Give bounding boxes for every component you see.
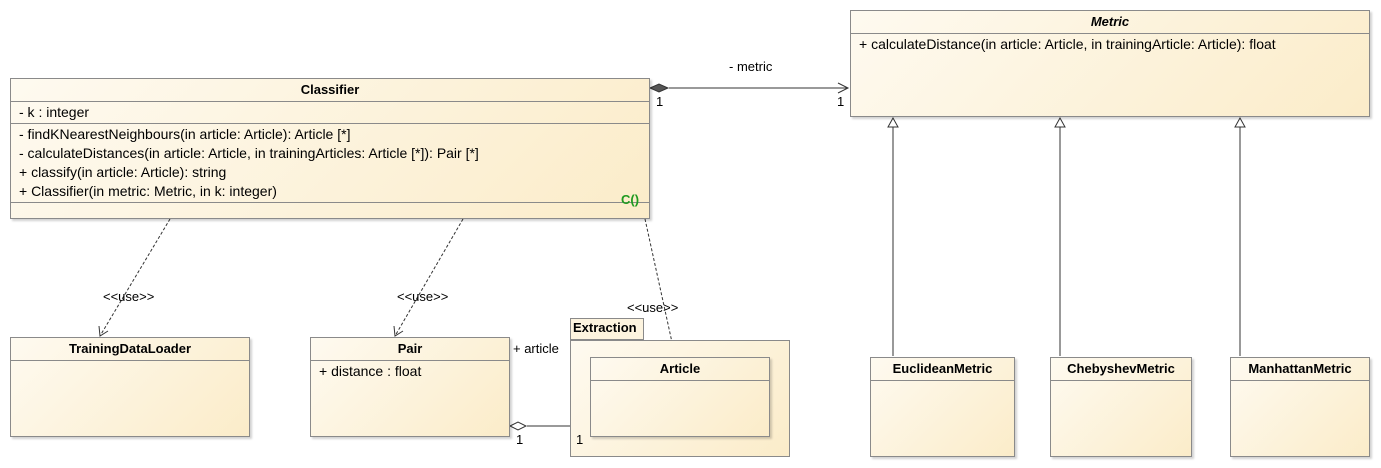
class-chebyshev-metric-name: ChebyshevMetric (1051, 358, 1191, 381)
operation-find-k-nearest-neighbours: - findKNearestNeighbours(in article: Art… (19, 126, 351, 142)
use-label-pair: <<use>> (397, 289, 449, 304)
generalization-chebyshev-metric[interactable] (1054, 116, 1066, 356)
class-pair-name: Pair (311, 338, 509, 361)
package-extraction-tab[interactable]: Extraction (570, 318, 644, 340)
pair-article-multiplicity-target: 1 (576, 432, 584, 447)
dependency-use-article[interactable] (644, 218, 678, 358)
pair-article-multiplicity-source: 1 (516, 432, 524, 447)
constructor-icon: C() (621, 192, 640, 207)
class-euclidean-metric[interactable]: EuclideanMetric (870, 357, 1015, 457)
operation-classifier-constructor: + Classifier(in metric: Metric, in k: in… (19, 183, 277, 199)
class-classifier-name: Classifier (11, 79, 649, 102)
composition-classifier-metric[interactable] (648, 82, 850, 94)
class-metric-operations: + calculateDistance(in article: Article,… (851, 34, 1369, 55)
metric-multiplicity-source: 1 (656, 94, 664, 109)
class-training-data-loader-attributes (11, 361, 249, 383)
use-label-training-data-loader: <<use>> (103, 289, 155, 304)
generalization-euclidean-metric[interactable] (887, 116, 899, 356)
class-euclidean-metric-name: EuclideanMetric (871, 358, 1014, 381)
class-manhattan-metric-name: ManhattanMetric (1231, 358, 1369, 381)
class-article-attributes (591, 381, 769, 403)
class-manhattan-metric[interactable]: ManhattanMetric (1230, 357, 1370, 457)
operation-calculate-distances: - calculateDistances(in article: Article… (19, 145, 479, 161)
generalization-manhattan-metric[interactable] (1234, 116, 1246, 356)
class-classifier-attributes: - k : integer (11, 102, 649, 124)
class-classifier-operations: - findKNearestNeighbours(in article: Art… (11, 124, 649, 203)
class-training-data-loader-name: TrainingDataLoader (11, 338, 249, 361)
use-label-article: <<use>> (627, 300, 679, 315)
class-article-name: Article (591, 358, 769, 381)
pair-article-role-label: + article (513, 341, 559, 356)
attribute-k: - k : integer (19, 104, 90, 120)
class-pair[interactable]: Pair + distance : float (310, 337, 510, 437)
class-training-data-loader[interactable]: TrainingDataLoader (10, 337, 250, 437)
metric-role-label: - metric (729, 59, 773, 74)
class-metric-name: Metric (851, 11, 1369, 34)
dependency-use-training-data-loader[interactable] (98, 218, 171, 337)
class-metric[interactable]: Metric + calculateDistance(in article: A… (850, 10, 1370, 117)
operation-calculate-distance: + calculateDistance(in article: Article,… (859, 36, 1276, 52)
operation-classify: + classify(in article: Article): string (19, 164, 227, 180)
class-chebyshev-metric[interactable]: ChebyshevMetric (1050, 357, 1192, 457)
class-classifier[interactable]: Classifier - k : integer - findKNearestN… (10, 78, 650, 219)
dependency-use-pair[interactable] (393, 218, 464, 337)
attribute-distance: + distance : float (319, 363, 422, 379)
class-article[interactable]: Article (590, 357, 770, 437)
metric-multiplicity-target: 1 (837, 94, 845, 109)
class-pair-attributes: + distance : float (311, 361, 509, 399)
